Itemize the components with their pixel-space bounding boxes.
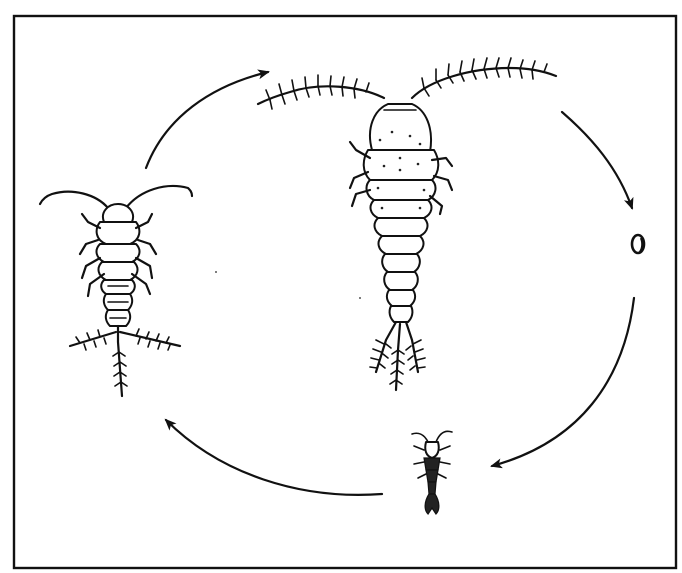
arrow-egg-to-larva [492,298,634,466]
adult-copepod-icon [258,58,556,390]
speck [215,271,217,273]
arrow-larva-to-juvenile [166,420,382,495]
small-larva-icon [412,431,452,514]
arrow-juvenile-to-adult [146,72,268,168]
egg-icon [632,235,644,253]
speck [359,297,361,299]
juvenile-copepod-icon [40,186,192,396]
arrow-adult-to-egg [562,112,632,208]
